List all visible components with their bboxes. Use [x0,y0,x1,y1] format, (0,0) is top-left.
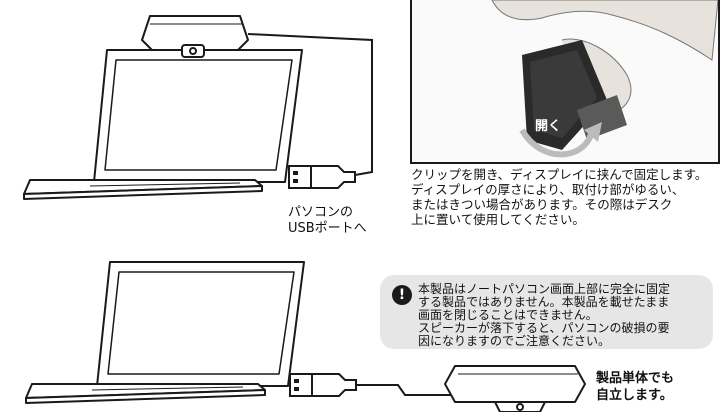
usb-plug-lower [289,373,357,397]
clip-photo [410,0,720,164]
laptop-upper [23,49,303,200]
notice-line-5: 因になりますのでご注意ください。 [418,334,611,348]
hand-and-clip-drawing [491,0,718,158]
speaker-standalone [444,365,586,412]
standalone-line-1: 製品単体でも [596,371,675,386]
notice-line-4: スピーカーが落下すると、パソコンの破損の要 [418,321,670,335]
caption: クリップを開き、ディスプレイに挟んで固定します。 ディスプレイの厚さにより、取付… [411,167,707,227]
caption-line-3: またはきつい場合があります。その際はデスク [411,197,673,212]
laptop-lower [25,261,305,404]
notice-line-1: 本製品はノートパソコン画面上部に完全に固定 [418,282,671,296]
caption-line-2: ディスプレイの厚さにより、取付け部がゆるい、 [411,182,685,197]
caption-line-4: 上に置いて使用してください。 [411,212,585,227]
usb-plug-upper [288,165,356,189]
notice-line-2: する製品ではありません。本製品を載せたまま [418,295,670,309]
cable-upper [247,33,373,176]
standalone-label: 製品単体でも 自立します。 [596,370,674,404]
standalone-line-2: 自立します。 [596,388,673,403]
warning-icon: ! [392,285,412,305]
notice-box [380,275,713,349]
notice-text: 本製品はノートパソコン画面上部に完全に固定 する製品ではありません。本製品を載せ… [418,283,670,348]
usb-label-line-1: パソコンの [288,205,354,220]
open-label: 開く [535,119,562,134]
usb-label-line-2: USBポートへ [288,221,367,236]
speaker-upper [141,15,249,58]
cable-lower [356,384,455,396]
usb-port-label: パソコンの USBポートへ [288,205,367,237]
caption-line-1: クリップを開き、ディスプレイに挟んで固定します。 [411,167,708,182]
notice-line-3: 画面を閉じることはできません。 [418,308,598,322]
